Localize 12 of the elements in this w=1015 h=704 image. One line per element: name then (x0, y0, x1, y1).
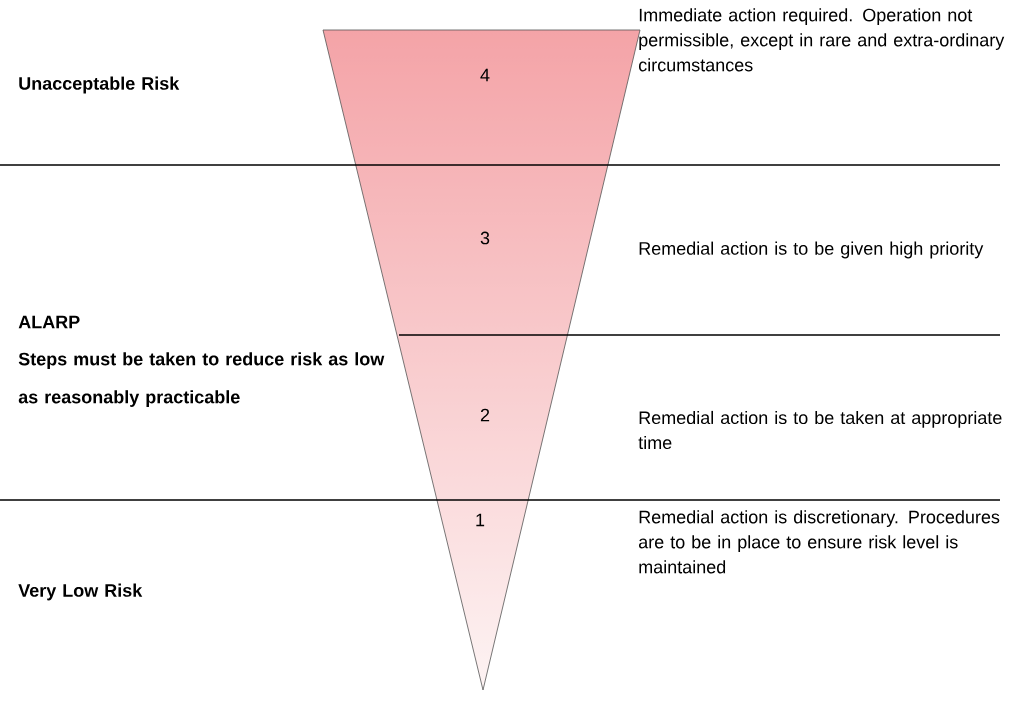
action-description: Remedial action is discretionary. Procedures are to be in place to ensure risk level is maintained (638, 510, 1000, 574)
level-number: 1 (476, 513, 485, 527)
risk-category-label: Steps must be taken to reduce risk as low as reasonably practicable (18, 352, 385, 407)
risk-category-label: ALARP (18, 315, 80, 329)
level-number: 2 (480, 408, 490, 422)
action-description: Remedial action is to be given high priority (639, 241, 984, 259)
action-description: Remedial action is to be taken at appropriate time (638, 410, 1002, 450)
level-number: 3 (480, 231, 490, 245)
risk-category-label: Very Low Risk (18, 583, 143, 601)
action-description: Immediate action required. Operation not permissible, except in rare and extra-ordinary circumstances (638, 8, 1005, 72)
level-number: 4 (480, 68, 490, 82)
risk-category-label: Unacceptable Risk (19, 76, 180, 94)
